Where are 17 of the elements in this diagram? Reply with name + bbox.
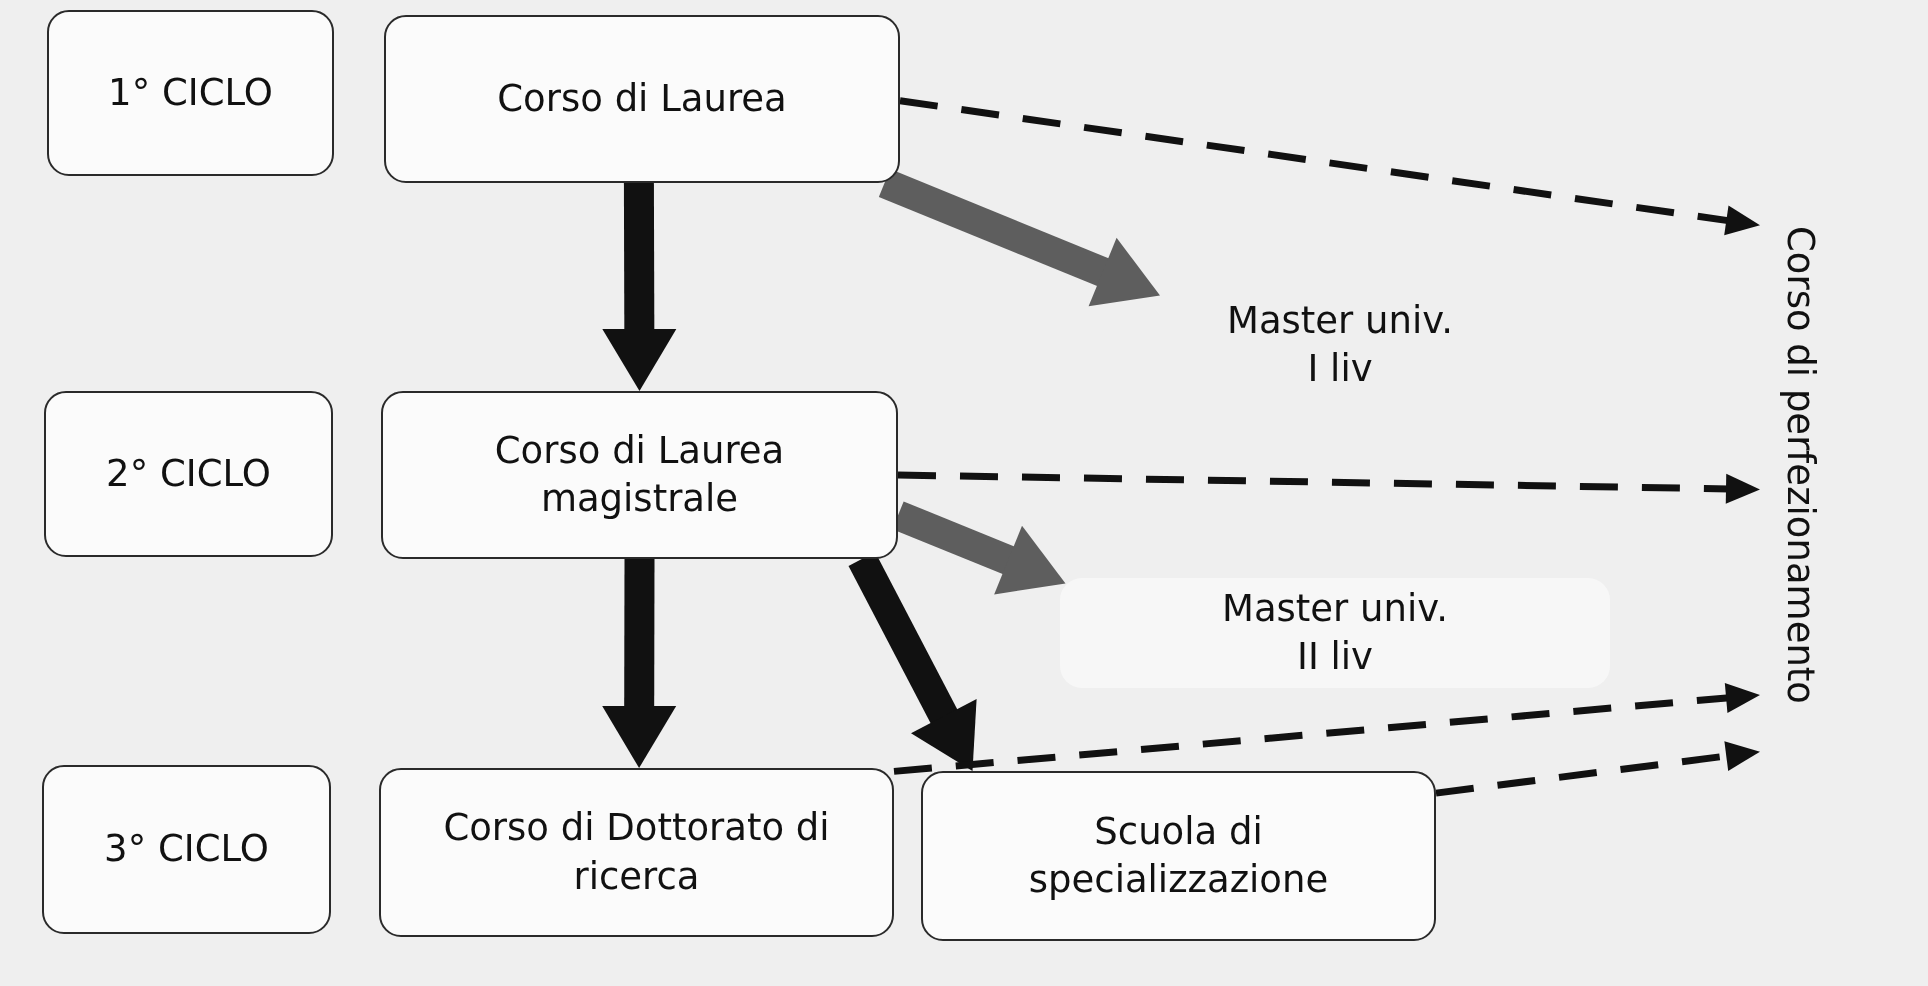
node-label: Master univ. I liv [1225, 297, 1455, 392]
node-label: Master univ. II liv [1220, 585, 1450, 680]
node-label: Corso di perfezionamento [1778, 226, 1824, 704]
node-label: Corso di Dottorato di ricerca [442, 805, 831, 900]
node-label: 2° CICLO [106, 450, 271, 497]
node-label: 1° CICLO [108, 69, 273, 116]
node-label: 3° CICLO [104, 826, 269, 873]
rounded-box [384, 15, 900, 183]
rounded-box [381, 391, 898, 559]
rounded-box [47, 10, 334, 176]
rounded-box [921, 771, 1436, 941]
node-label: Scuola di specializzazione [1027, 808, 1330, 903]
rounded-box [379, 768, 894, 937]
rounded-box [44, 391, 333, 557]
rounded-box [42, 765, 331, 934]
node-label: Corso di Laurea magistrale [493, 427, 786, 522]
node-label: Corso di Laurea [497, 75, 787, 122]
